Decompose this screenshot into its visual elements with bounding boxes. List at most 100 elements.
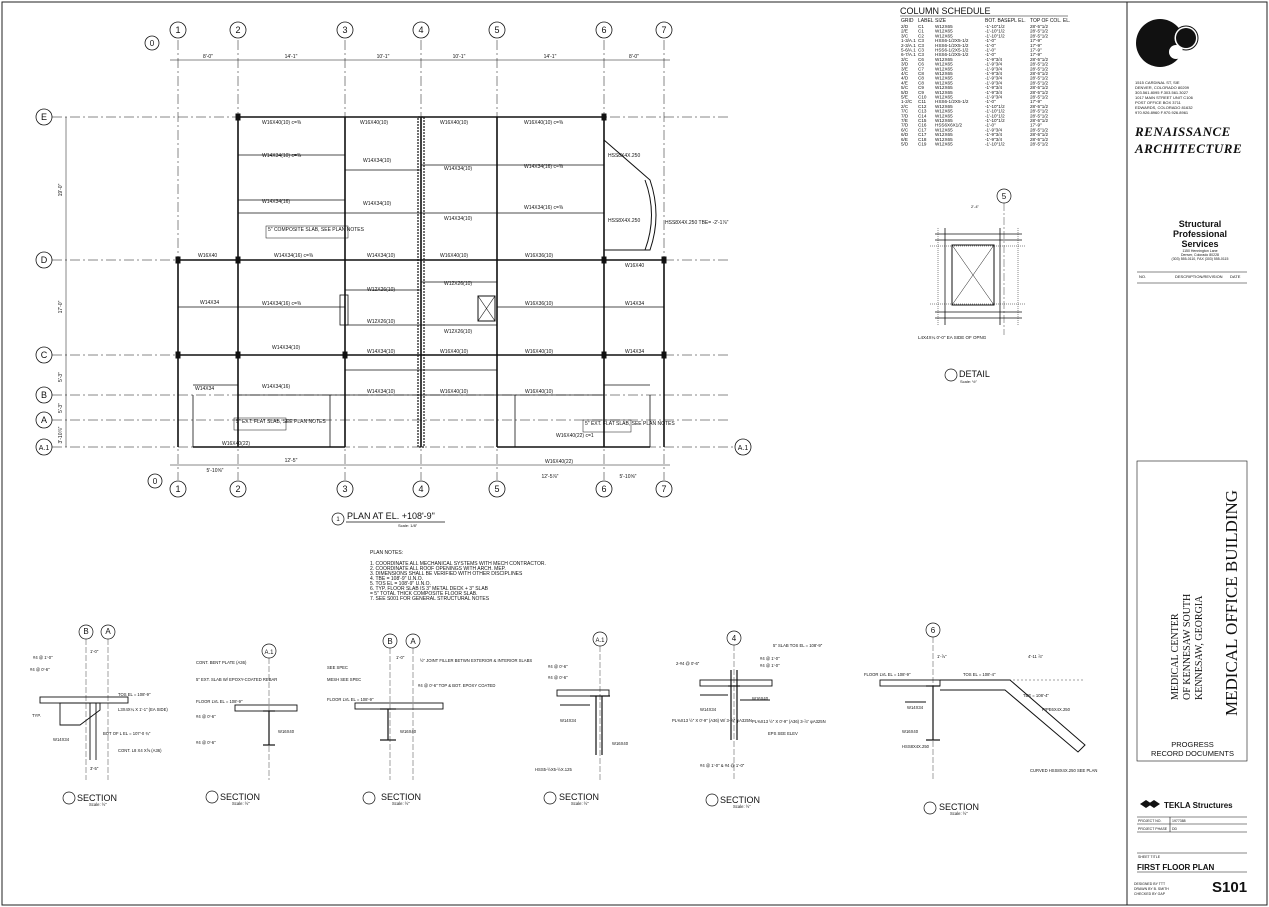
beam-label: W14X34(10) xyxy=(444,166,472,172)
column-schedule-cell: W12X65 xyxy=(935,57,953,62)
status-line: PROGRESS xyxy=(1171,740,1214,749)
column-schedule-cell: -1'-0" xyxy=(985,48,996,53)
project-no-label: PROJECT NO. xyxy=(1138,819,1161,823)
dimension-lines xyxy=(65,59,670,466)
firm-address-line: 970.926.8960 F.970.926.8961 xyxy=(1135,110,1189,115)
grid-a1-right: A.1 xyxy=(738,445,749,452)
column-schedule-cell: -1'-9"3/4 xyxy=(985,76,1003,81)
section-note: #4 @ 0'-6" xyxy=(196,714,216,719)
section-note: #4 @ 0'-6" xyxy=(548,664,568,669)
section-note: PIPE6X4X.250 xyxy=(1042,707,1071,712)
grid-6-bottom: 6 xyxy=(601,484,606,494)
column-schedule-cell: C9 xyxy=(918,90,924,95)
column-schedule-cell: 28'-5"1/2 xyxy=(1030,95,1049,100)
section-note: #4 @ 1'-0" xyxy=(760,663,780,668)
section-note: #4 @ 0'-6" xyxy=(196,740,216,745)
column-schedule-cell: C1 xyxy=(918,29,924,34)
beam-label: W16X40(10) xyxy=(525,389,553,395)
section-1-labels: B A #4 @ 1'-0" #4 @ 0'-6" TOS EL = 108'-… xyxy=(30,627,168,807)
dim-left-5: 3'-10⅞" xyxy=(58,426,64,443)
column-schedule-cell: W12X65 xyxy=(935,137,953,142)
plan-title-bubble xyxy=(331,512,345,526)
column-schedule-cell: C15 xyxy=(918,118,927,123)
column-schedule-cell: C11 xyxy=(918,99,927,104)
column-schedule-cell: -1'-0" xyxy=(985,123,996,128)
column-schedule-cell: -1'-10"1/2 xyxy=(985,113,1005,118)
checked-by: CHECKED BY GAP xyxy=(1134,892,1166,896)
column-schedule-cell: 28'-5"1/2 xyxy=(1030,80,1049,85)
engineer-address: 1150 Hennington Lane Denver, Colorado 80… xyxy=(1150,249,1250,261)
project-no: 1977388 xyxy=(1172,819,1186,823)
column-schedule-cell: 7/D xyxy=(901,113,909,118)
column-schedule-cell: C17 xyxy=(918,132,927,137)
column-schedule-cell: W12X65 xyxy=(935,118,953,123)
beam-label: W16X40(22) xyxy=(545,459,573,465)
section-note: W14X34 xyxy=(907,705,924,710)
section-note: TOS EL = 108'-9" xyxy=(118,692,151,697)
section-4-grid: A.1 xyxy=(595,638,605,644)
section-note: CURVED HSS8X4X.250 SEE PLAN xyxy=(1030,768,1097,773)
column-schedule-cell: -1'-9"3/4 xyxy=(985,127,1003,132)
column-schedule-cell: W12X65 xyxy=(935,71,953,76)
dim-bottom-1: 5'-10⅝" xyxy=(207,468,224,474)
column-schedule-cell: 3/D xyxy=(901,62,909,67)
column-schedule-cell: 17'-9" xyxy=(1030,48,1042,53)
column-schedule-cell: HSS6-1/2X5-1/2 xyxy=(935,99,969,104)
beam-label: W14X34(10) xyxy=(367,253,395,259)
svg-text:1: 1 xyxy=(336,517,340,523)
callout-hss-3: HSS8X4X.250 TBE= -2'-1⅞" xyxy=(665,220,729,226)
column-schedule-cell: 6/E xyxy=(901,137,908,142)
grid-a: A xyxy=(41,415,47,425)
column-schedule-cell: W12X65 xyxy=(935,62,953,67)
beam-label: W14X34 xyxy=(195,386,214,392)
dim-top-4: 10'-1" xyxy=(453,54,466,60)
callout-hss-1: HSS8X4X.250 xyxy=(608,153,640,159)
grid-3-bottom: 3 xyxy=(342,484,347,494)
designed-by: DESIGNED BY TTT xyxy=(1134,882,1166,886)
column-schedule-cell: 28'-5"1/2 xyxy=(1030,66,1049,71)
column-schedule-cell: 2/E xyxy=(901,29,908,34)
section-3-grid-a: A xyxy=(410,637,416,646)
grid-d: D xyxy=(41,255,48,265)
shaft-wall xyxy=(417,116,425,448)
column-schedule-cell: 1-2/C xyxy=(901,99,913,104)
section-note: W16X40 xyxy=(400,729,417,734)
plan-notes-title: PLAN NOTES: xyxy=(370,550,403,556)
section-note: TOS EL = 108'-4" xyxy=(963,672,996,677)
column-schedule-cell: -1'-9"3/4 xyxy=(985,95,1003,100)
section-4-title: SECTION xyxy=(559,792,599,802)
firm-name: RENAISSANCE ARCHITECTURE xyxy=(1135,123,1242,157)
engineer-line: Professional xyxy=(1172,229,1228,239)
dim-top-3: 10'-1" xyxy=(377,54,390,60)
column-schedule-cell: W12X65 xyxy=(935,76,953,81)
beam-label: W14X34(10) xyxy=(367,349,395,355)
dim-top-5: 14'-1" xyxy=(544,54,557,60)
column-schedule-cell: 7/C xyxy=(901,109,909,114)
column-schedule-cell: HSS6-1/2X5-1/2 xyxy=(935,43,969,48)
column-schedule-cell: 6/D xyxy=(901,132,909,137)
detail-grid-label: 5 xyxy=(1002,192,1007,201)
section-note: #4 @ 1'-0" & #4 @ 1'-0" xyxy=(700,763,745,768)
sheet-title-label: SHEET TITLE xyxy=(1138,855,1161,859)
section-2-scale: Scale: ½" xyxy=(232,801,250,806)
beam-label: W16X40(10) c=⅜ xyxy=(524,120,564,126)
dim-bottom-4: 5'-10⅝" xyxy=(620,474,637,480)
grid-4-bottom: 4 xyxy=(418,484,423,494)
column-schedule-cell: C17 xyxy=(918,127,927,132)
column-schedule-cell: 28'-5"1/2 xyxy=(1030,76,1049,81)
section-dim: 1'-⅞" xyxy=(937,654,947,659)
detail-title: DETAIL xyxy=(959,369,990,379)
column-schedule-cell: 28'-5"1/2 xyxy=(1030,109,1049,114)
column-schedule-cell: -1'-0" xyxy=(985,38,996,43)
column-schedule-cell: -1'-10"1/2 xyxy=(985,118,1005,123)
beam-label: W12X26(10) xyxy=(367,287,395,293)
column-schedule-cell: -1'-10"1/2 xyxy=(985,29,1005,34)
detail-labels: 5 2'-4" L4X4X¼ 0'-0" EA SIDE OF OPNG DET… xyxy=(918,192,1007,384)
beam-label: W14X34(16) xyxy=(262,384,290,390)
column-schedule-cell: 2-3/A.1 xyxy=(901,43,916,48)
column-schedule-cell: 28'-5"1/2 xyxy=(1030,62,1049,67)
plan-scale: Scale: 1/8" xyxy=(398,523,418,528)
column-schedule-cell: W12X65 xyxy=(935,104,953,109)
